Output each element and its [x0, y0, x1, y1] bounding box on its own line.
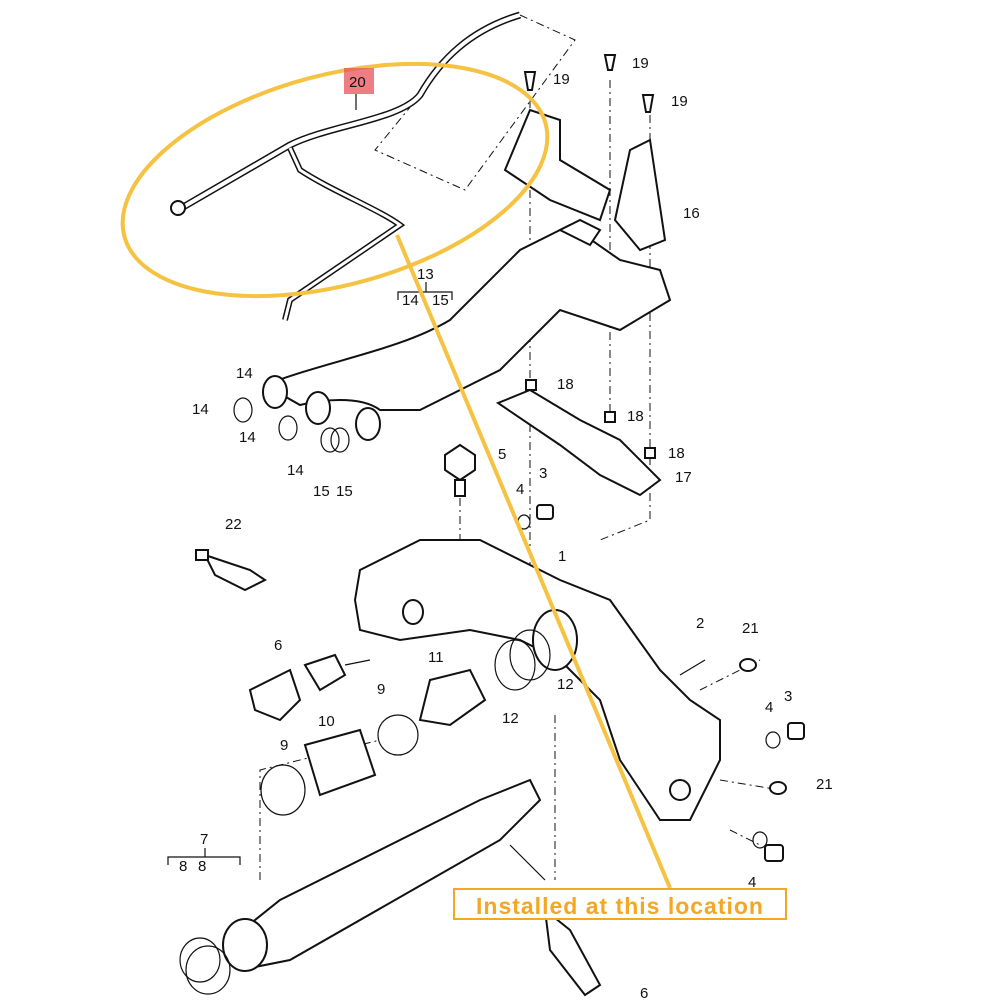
part-labels: 19 19 19 16 13 14 15 14 14 14 14 15 15 1…	[179, 55, 833, 1000]
part-label: 2	[696, 615, 704, 632]
highlight-ellipse	[120, 61, 550, 299]
o-rings	[233, 397, 350, 453]
guide-lines	[259, 14, 781, 880]
part-label: 4	[748, 874, 756, 891]
label-brackets	[167, 282, 453, 865]
part-label: 22	[225, 516, 242, 533]
part-label: 10	[318, 713, 335, 730]
brackets	[495, 54, 667, 497]
part-label: 14	[287, 462, 304, 479]
part-label: 7	[200, 831, 208, 848]
part-label: 9	[377, 681, 385, 698]
part-label: 16	[683, 205, 700, 222]
part-label: 4	[516, 481, 524, 498]
part-label: 3	[539, 465, 547, 482]
coolant-manifold-1	[353, 539, 721, 821]
part-label: 14	[236, 365, 253, 382]
part-label: 19	[553, 71, 570, 88]
part-label: 18	[668, 445, 685, 462]
installed-location-callout: Installed at this location	[453, 888, 787, 920]
part-label: 12	[502, 710, 519, 727]
part-label: 15	[432, 292, 449, 309]
part-label: 14	[239, 429, 256, 446]
part-label-20: 20	[349, 74, 366, 91]
right-fittings	[679, 658, 805, 862]
part-label: 6	[274, 637, 282, 654]
part-label: 4	[765, 699, 773, 716]
part-label: 18	[557, 376, 574, 393]
pointer-line	[395, 234, 672, 889]
part-label: 9	[280, 737, 288, 754]
small-parts	[195, 443, 554, 592]
part-label: 17	[675, 469, 692, 486]
part-label: 8	[198, 858, 206, 875]
part-label: 14	[402, 292, 419, 309]
part-label: 11	[428, 649, 444, 666]
part-label: 13	[417, 266, 434, 283]
part-label: 8	[179, 858, 187, 875]
part-label: 15	[313, 483, 330, 500]
part-label: 21	[742, 620, 759, 637]
part-label: 18	[627, 408, 644, 425]
part-label: 12	[557, 676, 574, 693]
gaskets-and-hoses	[179, 629, 602, 997]
part-label: 21	[816, 776, 833, 793]
part-label: 19	[671, 93, 688, 110]
part-label: 6	[640, 985, 648, 1000]
part-label: 19	[632, 55, 649, 72]
part-label: 1	[558, 548, 566, 565]
part-label: 15	[336, 483, 353, 500]
part-label: 3	[784, 688, 792, 705]
hose-assembly-20	[170, 11, 522, 321]
part-label: 14	[192, 401, 209, 418]
label-highlight	[344, 68, 374, 94]
part-label: 5	[498, 446, 506, 463]
coolant-pipe-13	[262, 218, 672, 441]
